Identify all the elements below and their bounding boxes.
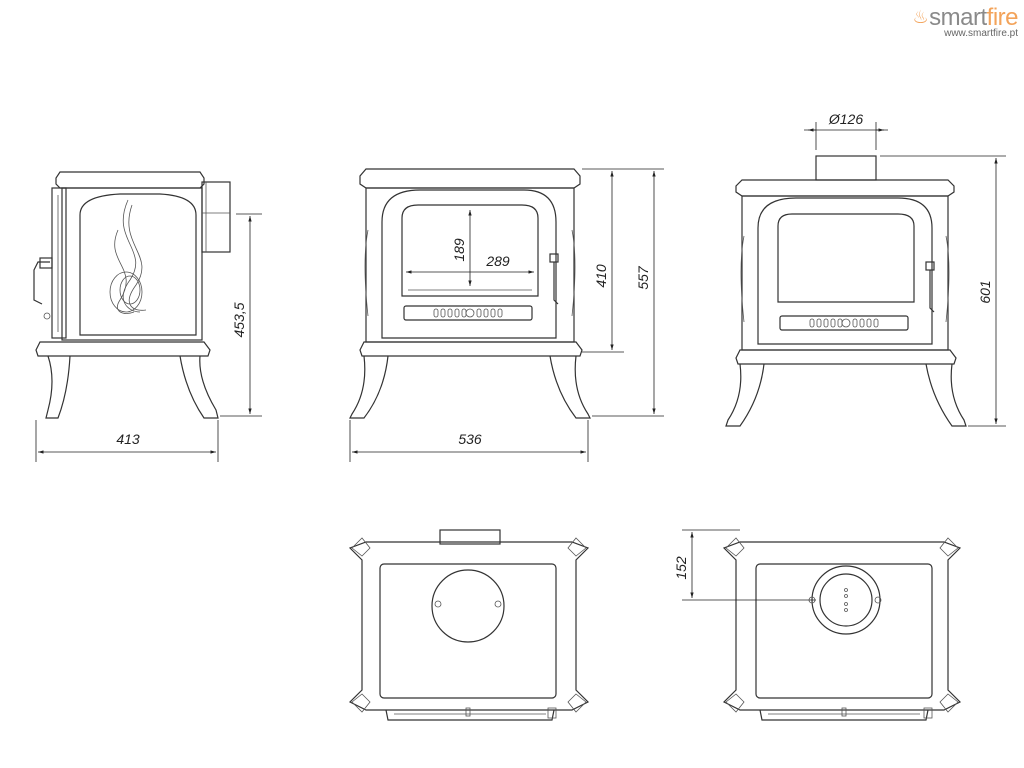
- dim-side-flue-height: 453,5: [231, 302, 247, 337]
- dim-front-width: 536: [458, 431, 482, 447]
- top-view-plate: [348, 529, 590, 721]
- brand-name-accent: fire: [986, 4, 1019, 31]
- dim-door-glass-height: 189: [451, 238, 467, 262]
- brand-logo: ♨smartfire www.smartfire.pt: [912, 4, 1019, 39]
- dim-flue-offset-top: 152: [673, 556, 689, 580]
- dim-side-depth: 413: [116, 431, 140, 447]
- front-view: 189 289 410 557 536: [349, 168, 664, 462]
- dim-height-with-flue: 601: [977, 280, 993, 303]
- front-view-top-flue: Ø126 601: [725, 111, 1006, 427]
- dim-front-total-height: 557: [635, 265, 651, 290]
- side-view: 453,5 413: [33, 171, 262, 462]
- brand-name: ♨smartfire: [912, 4, 1019, 32]
- brand-name-main: smart: [929, 4, 987, 31]
- flame-icon: ♨: [912, 7, 929, 27]
- top-view-flue: 152: [673, 529, 962, 721]
- dim-front-body-height: 410: [593, 264, 609, 288]
- dim-door-glass-width: 289: [485, 253, 510, 269]
- dim-flue-diameter: Ø126: [828, 111, 863, 127]
- brand-url: www.smartfire.pt: [944, 28, 1018, 39]
